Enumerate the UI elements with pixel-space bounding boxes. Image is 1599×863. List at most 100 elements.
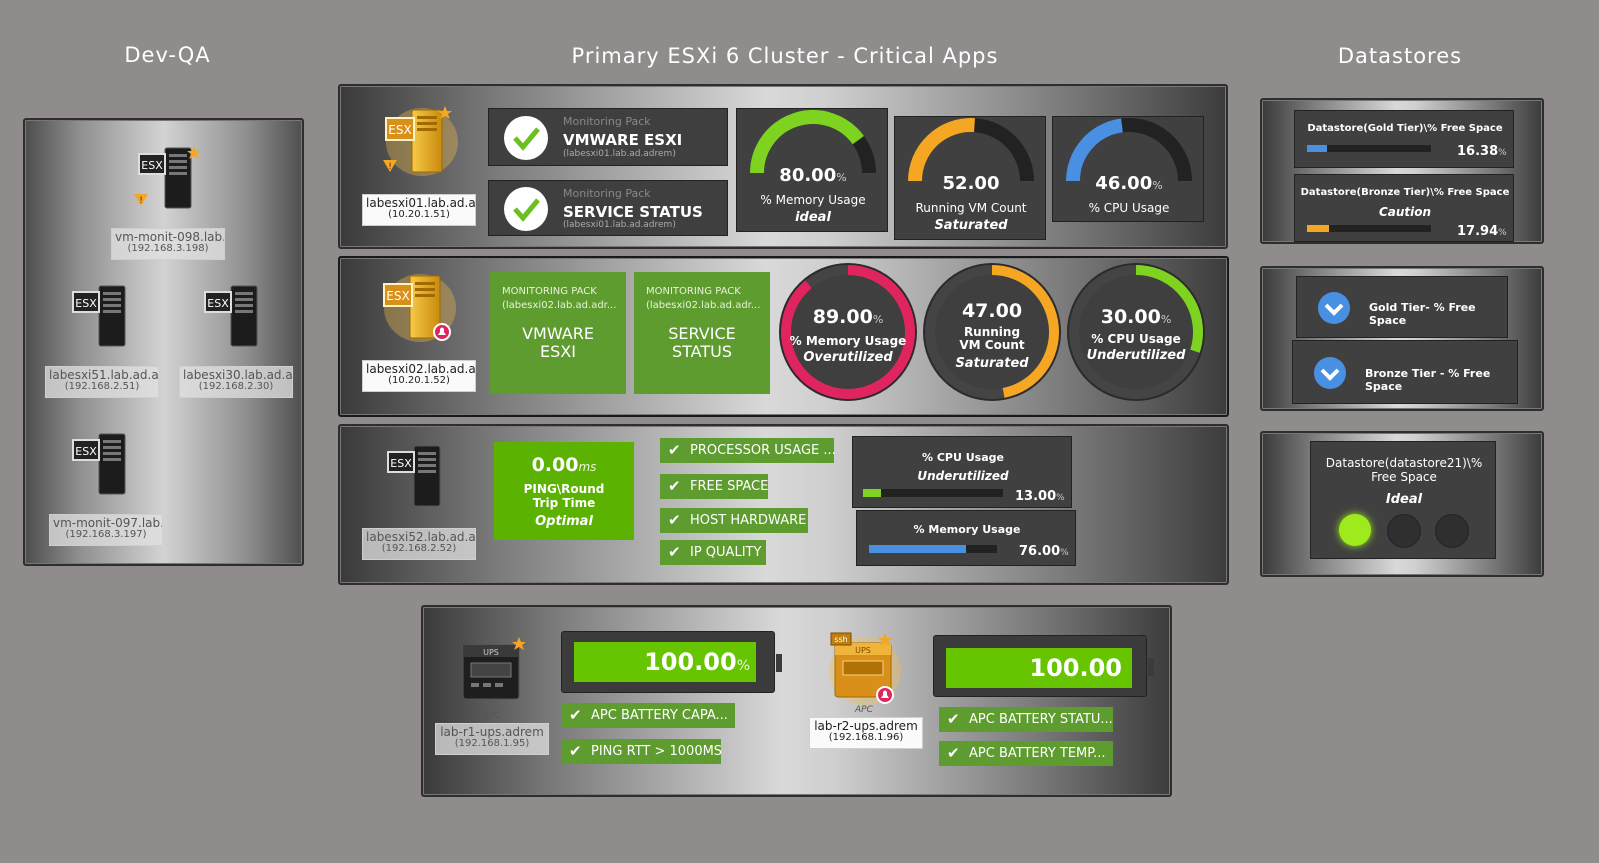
check-circle-icon (503, 186, 549, 236)
device-label[interactable]: lab-r2-ups.adrem(192.168.1.96) (809, 717, 923, 749)
bar-value: 13.00 (1015, 489, 1057, 504)
esx-server-icon[interactable]: ESX (137, 144, 201, 214)
pill-label: IP QUALITY (690, 545, 762, 560)
memory-ring-gauge[interactable]: 89.00% % Memory Usage Overutilized (778, 262, 918, 402)
ring-label: % Memory Usage (789, 334, 907, 348)
memory-bar-tile[interactable]: % Memory Usage 76.00% (856, 510, 1076, 566)
battery-fill (574, 642, 756, 682)
check-pill[interactable]: ✔HOST HARDWARE (660, 508, 808, 533)
battery-cap (1148, 658, 1154, 676)
battery-value: 100.00 (644, 648, 737, 676)
datastore-lights-panel: Datastore(datastore21)\% Free Space Idea… (1260, 431, 1544, 577)
cpu-bar-tile[interactable]: % CPU Usage Underutilized 13.00% (852, 436, 1072, 508)
esx-server-icon[interactable]: ESX (203, 282, 267, 352)
cpu-ring-gauge[interactable]: 30.00% % CPU Usage Underutilized (1066, 262, 1206, 402)
monitoring-pack-tile[interactable]: Monitoring Pack SERVICE STATUS (labesxi0… (488, 180, 728, 236)
light-state: Ideal (1385, 492, 1423, 507)
vm-count-ring-gauge[interactable]: 47.00 Running VM Count Saturated (922, 262, 1062, 402)
ping-tile[interactable]: 0.00ms PING\Round Trip Time Optimal (494, 442, 634, 540)
esx-server-gold-icon[interactable]: ESX (380, 270, 456, 346)
bar-label: % Memory Usage (913, 523, 1021, 536)
ups-device-icon[interactable]: UPS (459, 635, 531, 709)
ring-arc (991, 265, 1059, 398)
monitoring-pack-tile[interactable]: MONITORING PACK (labesxi02.lab.ad.adr...… (490, 272, 626, 394)
device-label[interactable]: lab-r1-ups.adrem(192.168.1.95) (435, 723, 549, 755)
bar-unit: % (1498, 148, 1507, 158)
check-pill[interactable]: ✔APC BATTERY CAPA... (561, 703, 735, 728)
host3-panel: ESX labesxi52.lab.ad.a...(192.168.2.52) … (338, 424, 1229, 585)
status-light-green (1339, 514, 1371, 546)
ring-label: % CPU Usage (1091, 332, 1181, 346)
ring-state: Saturated (955, 356, 1029, 371)
svg-text:ESX: ESX (386, 289, 409, 303)
ring-arc (781, 265, 915, 399)
pack-sub: (labesxi02.lab.ad.adr... (502, 300, 617, 311)
gauge-arc (750, 110, 864, 174)
status-light-off (1387, 514, 1421, 548)
battery-fill (946, 648, 1132, 688)
device-type: APC (855, 705, 873, 715)
check-pill[interactable]: ✔APC BATTERY STATU... (939, 707, 1113, 732)
check-icon: ✔ (668, 477, 681, 495)
bar-label: % CPU Usage (922, 451, 1004, 464)
check-pill[interactable]: ✔APC BATTERY TEMP... (939, 741, 1113, 766)
pack-title: VMWARE ESXI (563, 131, 683, 149)
cpu-progress-bar (863, 489, 1003, 497)
datastore-bar-tile[interactable]: Datastore(Bronze Tier)\% Free Space Caut… (1294, 174, 1514, 242)
monitoring-pack-tile[interactable]: Monitoring Pack VMWARE ESXI (labesxi01.l… (488, 108, 728, 166)
bar-value: 17.94 (1457, 224, 1499, 239)
check-pill[interactable]: ✔IP QUALITY (660, 540, 766, 565)
esx-server-gold-icon[interactable]: ESX (382, 104, 458, 180)
battery-gauge[interactable]: 100.00 (933, 635, 1154, 697)
memory-gauge[interactable]: 80.00% % Memory Usage ideal (736, 108, 888, 232)
tier-status-tile[interactable]: Gold Tier- % Free Space (1296, 276, 1508, 338)
monitoring-pack-tile[interactable]: MONITORING PACK (labesxi02.lab.ad.adr...… (634, 272, 770, 394)
esx-server-icon[interactable]: ESX (386, 442, 450, 512)
ring-arc (1135, 265, 1203, 353)
ring-value: 47.00 (961, 300, 1023, 322)
tier-status-tile[interactable]: Bronze Tier - % Free Space (1292, 340, 1518, 404)
battery-gauge[interactable]: 100.00% (561, 631, 782, 693)
gold-tier-progress-bar (1307, 145, 1431, 152)
device-label[interactable]: vm-monit-097.lab...(192.168.3.197) (49, 514, 163, 546)
svg-text:ESX: ESX (390, 457, 412, 470)
esx-server-icon[interactable]: ESX (71, 430, 135, 500)
check-icon: ✔ (668, 441, 681, 459)
battery-unit: % (736, 658, 750, 674)
check-pill[interactable]: ✔PROCESSOR USAGE ... (660, 438, 836, 463)
svg-text:!: ! (139, 196, 143, 206)
svg-text:ESX: ESX (207, 297, 229, 310)
pack-title: ESXI (540, 342, 576, 361)
gauge-state: ideal (795, 210, 831, 225)
pack-caption: Monitoring Pack (563, 187, 651, 200)
pack-sub: (labesxi01.lab.ad.adrem) (563, 149, 676, 159)
vm-count-gauge[interactable]: 52.00 Running VM Count Saturated (894, 116, 1046, 240)
cpu-gauge[interactable]: 46.00% % CPU Usage (1052, 116, 1204, 222)
svg-text:ESX: ESX (75, 445, 97, 458)
device-label[interactable]: labesxi30.lab.ad.a...(192.168.2.30) (179, 366, 293, 398)
ups-device-gold-icon[interactable]: UPS ssh (827, 631, 903, 709)
host1-panel: ESX ! labesxi01.lab.ad.a...(10.20.1.51) … (338, 84, 1228, 249)
device-label[interactable]: labesxi52.lab.ad.a...(192.168.2.52) (362, 528, 476, 560)
device-label[interactable]: labesxi01.lab.ad.a...(10.20.1.51) (362, 194, 476, 226)
ping-unit: ms (578, 460, 597, 474)
cluster-title: Primary ESXi 6 Cluster - Critical Apps (571, 44, 999, 68)
device-label[interactable]: vm-monit-098.lab...(192.168.3.198) (111, 228, 225, 260)
check-pill[interactable]: ✔PING RTT > 1000MS (561, 739, 722, 764)
ping-state: Optimal (535, 514, 593, 529)
battery-value: 100.00 (1029, 654, 1122, 682)
device-label[interactable]: labesxi51.lab.ad.a...(192.168.2.51) (45, 366, 159, 398)
traffic-light-tile[interactable]: Datastore(datastore21)\% Free Space Idea… (1310, 441, 1496, 559)
check-icon: ✔ (569, 742, 582, 760)
status-light-off (1435, 514, 1469, 548)
bar-state: Underutilized (917, 469, 1009, 483)
device-label[interactable]: labesxi02.lab.ad.a...(10.20.1.52) (362, 360, 476, 392)
datastore-bar-tile[interactable]: Datastore(Gold Tier)\% Free Space 16.38% (1294, 110, 1514, 168)
esx-server-icon[interactable]: ESX (71, 282, 135, 352)
gauge-state: Saturated (934, 218, 1008, 233)
pack-title: STATUS (671, 342, 733, 361)
warning-icon: ! (133, 192, 149, 211)
svg-text:ESX: ESX (75, 297, 97, 310)
ring-state: Overutilized (803, 350, 893, 365)
check-pill[interactable]: ✔FREE SPACE (660, 474, 768, 499)
